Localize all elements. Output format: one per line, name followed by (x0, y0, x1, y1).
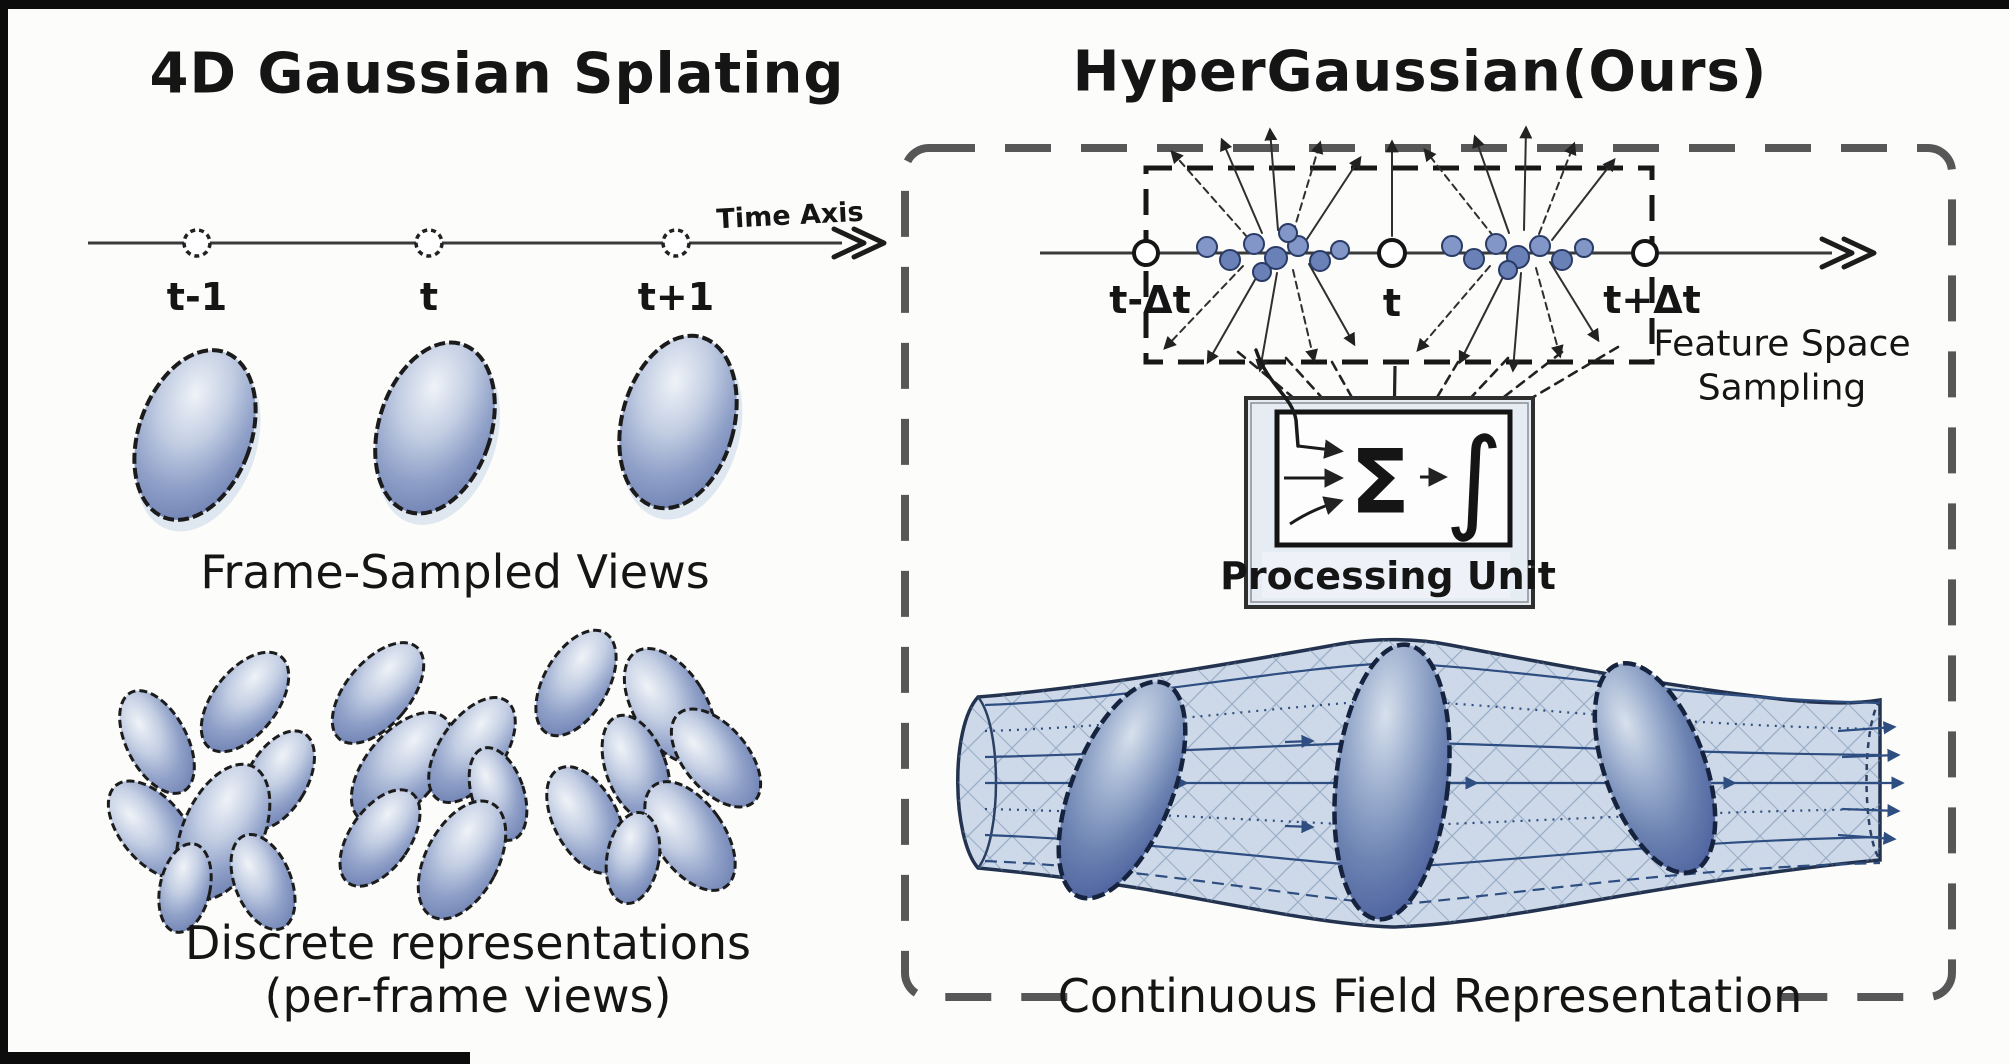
time-axis-label: Time Axis (716, 197, 865, 236)
gaussian-ellipse (132, 348, 258, 522)
feature-space-caption-line1: Feature Space (1653, 324, 1910, 365)
continuous-field-tube (956, 637, 1905, 929)
time-axis-arrowhead-icon (1841, 236, 1877, 270)
tick-t-minus-dt: t-Δt (1109, 278, 1191, 322)
time-axis-arrowhead-icon (1819, 236, 1855, 270)
frame-sampled-gaussians (132, 333, 743, 532)
tick-t-plus-dt: t+Δt (1603, 278, 1701, 322)
right-title: HyperGaussian(Ours) (1073, 40, 1768, 105)
timestep-marker (182, 228, 212, 258)
integral-symbol: ∫ (1445, 415, 1503, 545)
tube-gaussian-ellipse (1332, 642, 1452, 922)
tick-t: t (420, 275, 438, 319)
processing-unit: Σ ∫ Processing Unit (1220, 348, 1556, 609)
gaussian-ellipse (373, 340, 497, 516)
tube-gaussians (1056, 642, 1718, 922)
processing-unit-label-strip (1262, 552, 1510, 598)
gaussian-cluster-2 (330, 641, 529, 921)
discrete-caption-line2: (per-frame views) (265, 969, 672, 1023)
gaussian-cluster-1 (106, 650, 316, 934)
sample-dots (1196, 223, 1594, 282)
time-axis-arrowhead-icon (851, 226, 887, 260)
tube-gaussian-ellipse (1592, 660, 1718, 876)
left-title: 4D Gaussian Splating (150, 42, 845, 107)
inner-dashed-box (1143, 165, 1655, 365)
right-panel: HyperGaussian(Ours) (901, 40, 1956, 1028)
left-panel: 4D Gaussian Splating Time Axis t-1 t t+1… (88, 42, 887, 1023)
time-axis-arrowhead-icon (831, 226, 867, 260)
gaussian-cluster-3 (534, 628, 763, 906)
timestep-marker (414, 228, 444, 258)
right-timestep-markers: t-Δt t t+Δt (1109, 238, 1701, 325)
gaussian-ellipse (617, 333, 739, 511)
tube-right-rim (1865, 699, 1882, 861)
caption-mask (1092, 966, 1770, 1028)
input-elbow-line (1254, 348, 1300, 448)
frame-sampled-caption: Frame-Sampled Views (200, 545, 709, 599)
radiating-arrows (1163, 125, 1616, 373)
field-caption: Continuous Field Representation (1058, 969, 1803, 1023)
feature-space-caption-line2: Sampling (1698, 368, 1867, 409)
tick-t-minus-1: t-1 (167, 275, 227, 319)
sum-symbol: Σ (1350, 431, 1410, 534)
timestep-marker (661, 228, 691, 258)
tick-t-center: t (1383, 281, 1401, 325)
tube-gaussian-ellipse (1056, 679, 1188, 901)
tick-t-plus-1: t+1 (638, 275, 714, 319)
right-time-axis (1040, 236, 1877, 270)
left-time-axis: Time Axis t-1 t t+1 (88, 197, 887, 319)
discrete-caption-line1: Discrete representations (185, 916, 751, 970)
processing-unit-label: Processing Unit (1220, 554, 1556, 598)
